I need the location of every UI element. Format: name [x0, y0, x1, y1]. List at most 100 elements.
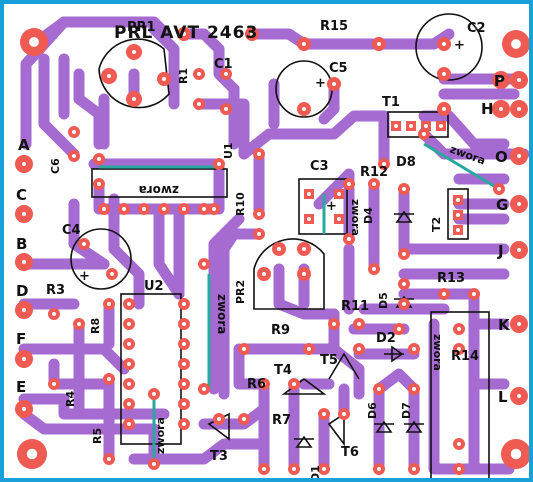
c2-plus-sign: + [454, 38, 465, 53]
pad-hole [127, 382, 131, 386]
pad-hole [412, 347, 416, 351]
pad-hole [107, 457, 111, 461]
pad-hole [277, 247, 281, 251]
zwora-pr2: zwora [215, 294, 229, 334]
label-r12: R12 [360, 165, 388, 180]
zwora-u1: zwora [139, 183, 179, 197]
pad-hole [510, 448, 522, 460]
pad-hole [257, 152, 261, 156]
pad-hole [456, 198, 460, 202]
c4-plus-sign: + [79, 269, 90, 284]
pad-hole [307, 192, 311, 196]
pad-hole [132, 50, 136, 54]
pad-hole [182, 362, 186, 366]
silkscreen-labels: PRL AVT 2463 A C B D F E P H O G J K L C… [16, 19, 511, 482]
label-c2: C2 [467, 21, 486, 36]
pad-hole [262, 467, 266, 471]
pad-hole [292, 467, 296, 471]
pin-label-c: C [16, 186, 27, 204]
zwora-c3: zwora [349, 199, 362, 236]
label-t5: T5 [320, 353, 338, 368]
pad-hole [72, 154, 76, 158]
label-t1: T1 [382, 95, 400, 110]
pad-hole [499, 107, 503, 111]
pad-hole [357, 322, 361, 326]
pad-hole [332, 322, 336, 326]
t5-outline [328, 352, 360, 380]
pad-hole [457, 442, 461, 446]
pad-hole [456, 228, 460, 232]
c2-outline [415, 13, 483, 81]
pin-label-o: O [495, 148, 508, 166]
pad-hole [26, 448, 38, 460]
jumper-d8 [423, 142, 500, 191]
label-r3: R3 [46, 283, 65, 298]
pad-hole [22, 357, 26, 361]
pad-hole [292, 382, 296, 386]
pad-hole [77, 322, 81, 326]
pad-hole [302, 272, 306, 276]
pad-hole [52, 382, 56, 386]
pad-hole [224, 72, 228, 76]
pad-hole [197, 102, 201, 106]
label-d6: D6 [366, 402, 379, 419]
pad-hole [242, 347, 246, 351]
label-d4: D4 [362, 207, 375, 224]
label-d1: D1 [309, 465, 322, 482]
pin-label-g: G [496, 196, 508, 214]
pin-label-j: J [497, 242, 504, 260]
pad-hole [82, 242, 86, 246]
pin-label-a: A [18, 136, 30, 154]
t1-outline [387, 111, 449, 138]
pad-hole [202, 387, 206, 391]
d1-outline [294, 435, 314, 448]
pin-label-l: L [498, 388, 508, 406]
label-c6: C6 [49, 158, 62, 174]
pr2-outline [253, 238, 325, 310]
d3-outline [394, 210, 414, 223]
zwora-u2: zwora [154, 417, 167, 454]
d7-outline [404, 420, 424, 433]
square-pads [304, 121, 463, 235]
pad-hole [322, 467, 326, 471]
label-r14: R14 [451, 349, 479, 364]
t2-outline [447, 188, 469, 240]
pad-hole [511, 39, 521, 49]
label-d2: D2 [376, 331, 396, 346]
pad-hole [182, 422, 186, 426]
pad-hole [302, 107, 306, 111]
c5-plus-sign: + [315, 76, 326, 91]
board-title: PRL AVT 2463 [114, 23, 258, 43]
silkscreen-outlines [70, 13, 490, 478]
pad-hole [412, 387, 416, 391]
pad-hole [22, 407, 26, 411]
pad-hole [52, 312, 56, 316]
pad-hole [402, 302, 406, 306]
pad-hole [110, 272, 114, 276]
pin-label-h: H [481, 100, 494, 118]
pad-hole [182, 207, 186, 211]
pad-hole [72, 130, 76, 134]
pr1-outline [98, 38, 170, 109]
pad-hole [127, 322, 131, 326]
pad-hole [347, 182, 351, 186]
pad-hole [242, 417, 246, 421]
label-r11: R11 [341, 299, 369, 314]
label-d7: D7 [400, 402, 413, 419]
pad-hole [442, 72, 446, 76]
jumper-wires [99, 142, 500, 464]
pad-hole [442, 107, 446, 111]
pad-hole [127, 362, 131, 366]
pad-hole [202, 262, 206, 266]
pad-hole [182, 402, 186, 406]
pad-hole [127, 422, 131, 426]
label-d8: D8 [396, 155, 416, 170]
pad-hole [517, 202, 521, 206]
label-t6: T6 [341, 445, 359, 460]
pad-hole [29, 37, 39, 47]
pad-hole [372, 267, 376, 271]
pad-hole [217, 162, 221, 166]
u1-outline [91, 168, 228, 198]
pad-hole [22, 308, 26, 312]
pad-hole [212, 207, 216, 211]
